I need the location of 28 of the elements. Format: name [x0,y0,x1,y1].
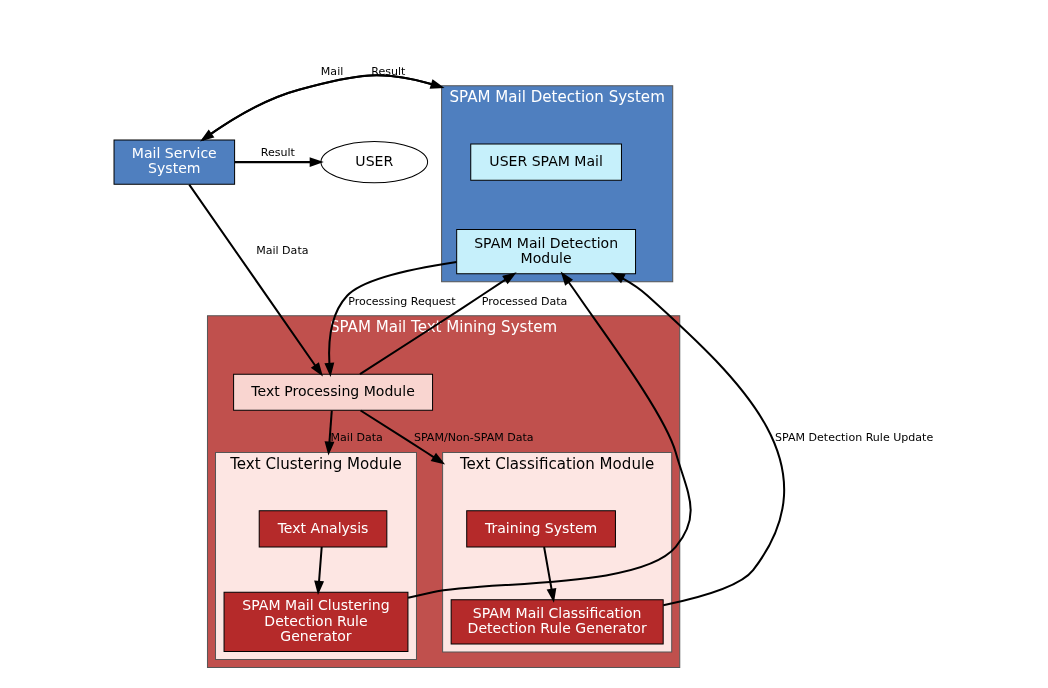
arrow [324,261,457,377]
node-box: SPAM Mail Clustering Detection Rule Generator [223,591,409,652]
arrow [407,271,692,599]
node-box: SPAM Mail Detection Module [456,228,637,275]
arrow [359,272,517,375]
edge-label: SPAM Detection Rule Update [774,431,934,445]
edge-label: Processed Data [481,294,568,308]
arrow [324,410,335,456]
node-box: USER SPAM Mail [470,143,622,181]
node-box: Mail Service System [113,139,236,185]
arrow [543,546,557,603]
arrow [610,272,785,607]
edge-label: Processing Request [348,294,456,308]
node-ellipse: USER [320,141,429,184]
arrow [188,184,323,377]
node-box: SPAM Mail Classification Detection Rule Generator [450,599,664,645]
arrow [314,546,324,596]
node-box: Text Processing Module [233,373,434,411]
edge-label: Mail Data [256,244,309,258]
edge-label: SPAM/Non-SPAM Data [413,431,534,445]
edge-label: Mail Data [330,431,383,445]
arrow [234,157,324,168]
edge-label: Result [371,64,406,78]
arrow [360,409,446,465]
edge-label: Mail [320,64,344,78]
node-box: Text Analysis [258,510,388,548]
node-box: Training System [466,510,616,548]
edge-label: Result [260,145,295,159]
